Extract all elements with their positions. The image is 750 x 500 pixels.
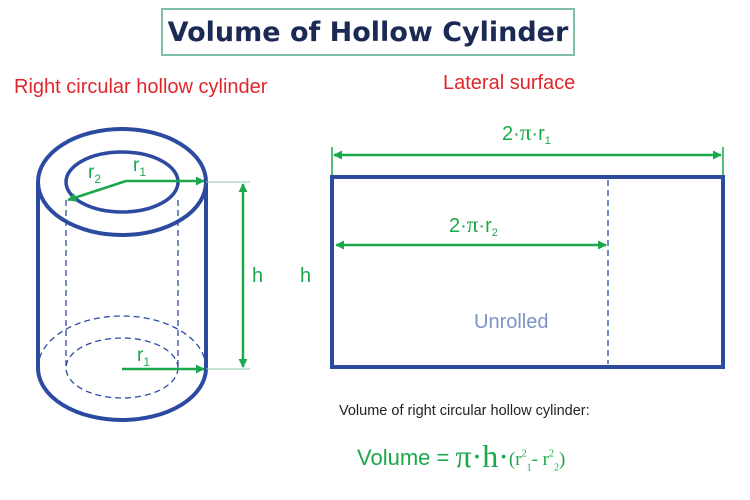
title-box: Volume of Hollow Cylinder [161, 8, 575, 56]
unrolled-label: Unrolled [474, 311, 548, 333]
cylinder-heading: Right circular hollow cylinder [14, 76, 268, 98]
formula-pi: π [455, 438, 472, 474]
cylinder-body [36, 182, 208, 422]
lateral-surface: 2·π·r1 2·π·r2 h Unrolled [300, 120, 725, 369]
bottom-outer-hidden-arc [37, 315, 207, 369]
formula-lhs: Volume = [357, 445, 456, 470]
formula-minus: - r [531, 449, 549, 470]
formula-open: (r [508, 449, 522, 470]
label-r1-bottom: r1 [137, 345, 150, 369]
cylinder-height-label: h [252, 265, 263, 287]
volume-formula: Volume = π·h·(r21- r22) [357, 436, 566, 474]
lateral-surface-heading: Lateral surface [443, 72, 576, 94]
formula-r1-scripts: 21 [521, 448, 532, 474]
lateral-height-label: h [300, 265, 311, 287]
hollow-cylinder: r2 r1 r1 h [36, 127, 263, 422]
label-r1-top: r1 [133, 155, 146, 179]
inner-length-label: 2·π·r2 [449, 212, 498, 239]
formula-h: ·h· [471, 438, 509, 474]
label-r2: r2 [88, 162, 101, 186]
page-title: Volume of Hollow Cylinder [167, 16, 569, 48]
formula-close: ) [558, 449, 566, 470]
outer-length-label: 2·π·r1 [502, 120, 551, 147]
unrolled-rectangle [330, 175, 725, 369]
formula-caption: Volume of right circular hollow cylinder… [339, 403, 590, 419]
radius-r2-line [67, 179, 127, 202]
formula-r2-scripts: 22 [548, 448, 559, 474]
